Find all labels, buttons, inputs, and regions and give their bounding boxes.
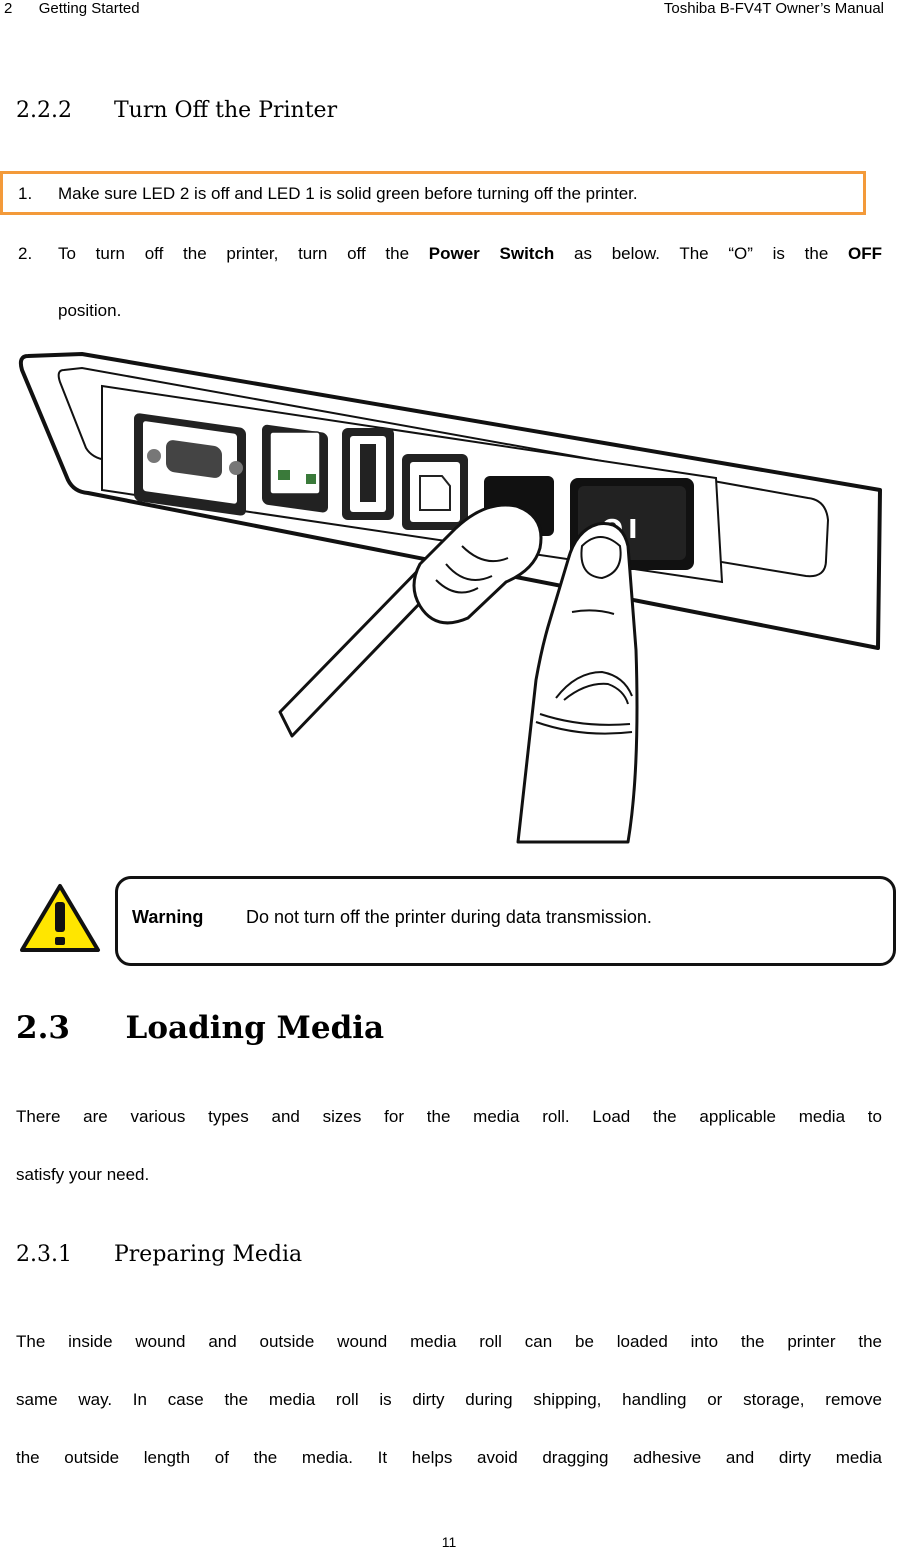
section-title: Turn Off the Printer xyxy=(113,98,338,123)
step-2-text-mid: as below. The “O” is the xyxy=(554,244,848,263)
paragraph-line: same way. In case the media roll is dirt… xyxy=(16,1390,882,1409)
header-chapter-number: 2 xyxy=(4,0,13,17)
section-title: Loading Media xyxy=(125,1010,385,1046)
finger xyxy=(516,521,639,844)
step-1-text: Make sure LED 2 is off and LED 1 is soli… xyxy=(58,184,638,203)
warning-box xyxy=(115,876,896,966)
section-2-3-1-paragraph: The inside wound and outside wound media… xyxy=(16,1331,882,1505)
section-number: 2.3 xyxy=(16,1010,70,1046)
step-2-text: To turn off the printer, turn off the Po… xyxy=(58,244,882,264)
power-switch-illustration: O I xyxy=(18,352,882,844)
switch-on-label: I xyxy=(628,515,638,545)
section-heading-2-2-2: 2.2.2 Turn Off the Printer xyxy=(16,98,337,123)
step-2-number: 2. xyxy=(18,244,33,263)
page-number: 11 xyxy=(441,1534,457,1550)
step-2-text-after: position. xyxy=(58,301,122,320)
step-1-number: 1. xyxy=(18,184,33,203)
step-2-text-before: To turn off the printer, turn off the xyxy=(58,244,429,263)
power-plug xyxy=(412,503,543,625)
paragraph-line: The inside wound and outside wound media… xyxy=(16,1332,882,1351)
section-heading-2-3-1: 2.3.1 Preparing Media xyxy=(16,1242,302,1267)
section-title: Preparing Media xyxy=(113,1242,303,1267)
section-2-3-paragraph: There are various types and sizes for th… xyxy=(16,1106,882,1222)
header-chapter: 2 Getting Started xyxy=(4,0,140,17)
section-heading-2-3: 2.3 Loading Media xyxy=(16,1010,384,1046)
warning-label: Warning xyxy=(132,907,204,927)
paragraph-line: There are various types and sizes for th… xyxy=(16,1107,882,1126)
off-term: OFF xyxy=(848,244,882,263)
warning-triangle-icon xyxy=(20,884,100,952)
paragraph-line: satisfy your need. xyxy=(16,1165,150,1184)
section-number: 2.2.2 xyxy=(16,98,72,123)
section-number: 2.3.1 xyxy=(16,1242,72,1267)
paragraph-line: the outside length of the media. It help… xyxy=(16,1448,882,1467)
header-manual-title: Toshiba B-FV4T Owner’s Manual xyxy=(663,0,884,17)
power-switch-term: Power Switch xyxy=(428,244,555,263)
step-1-highlight-box xyxy=(0,171,866,215)
header-chapter-title: Getting Started xyxy=(38,0,140,17)
warning-text: Do not turn off the printer during data … xyxy=(246,907,652,927)
